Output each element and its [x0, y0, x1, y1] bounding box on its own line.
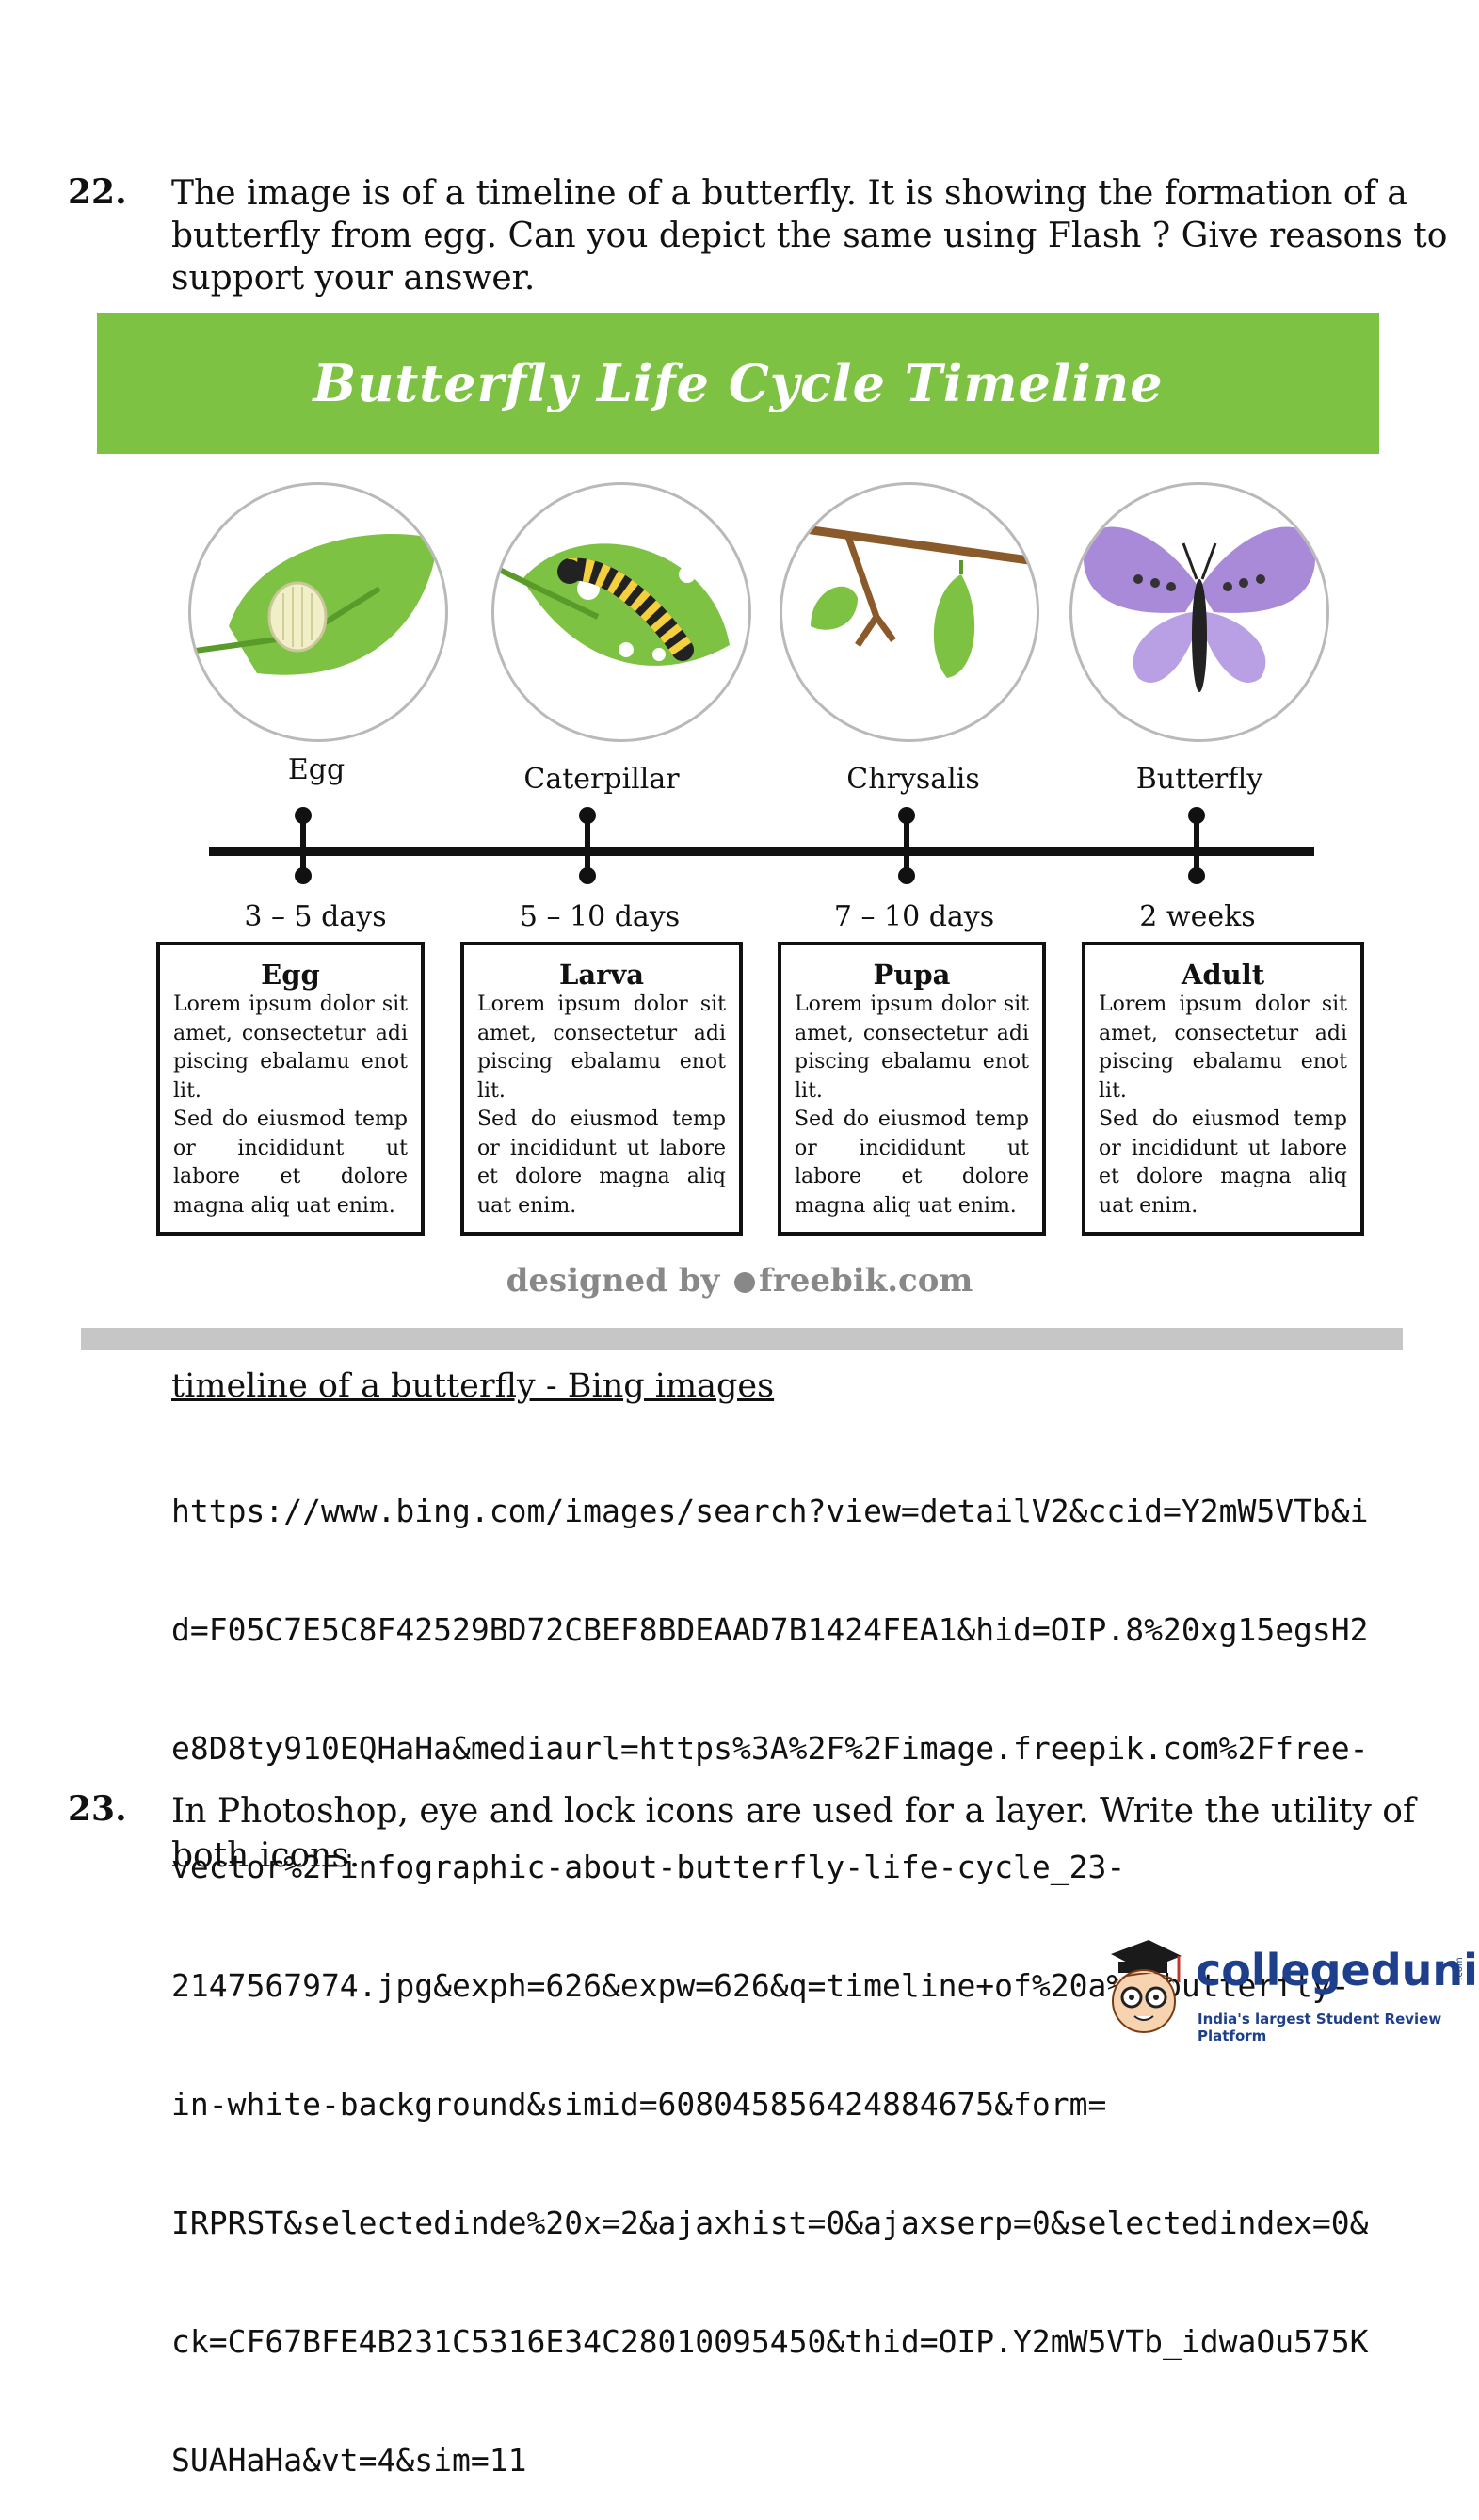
butterfly-icon: [1069, 482, 1329, 742]
question-23-line: In Photoshop, eye and lock icons are use…: [171, 1792, 1416, 1831]
url-line: vector%2Finfographic-about-butterfly-lif…: [171, 1849, 1126, 1885]
stage-description-box: Larva Lorem ipsum dolor sit amet, consec…: [460, 942, 743, 1236]
egg-on-leaf-icon: [188, 482, 448, 742]
timeline-marker: [295, 807, 312, 884]
stage-description-box: Adult Lorem ipsum dolor sit amet, consec…: [1082, 942, 1364, 1236]
stage-duration: 3 – 5 days: [244, 900, 387, 933]
stage-label: Egg: [287, 753, 346, 786]
stage-label: Butterfly: [1135, 763, 1263, 796]
stage-label: Caterpillar: [523, 763, 680, 796]
logo-suffix: .com: [1454, 1957, 1465, 1980]
url-line: in-white-background&simid=60804585642488…: [171, 2086, 1107, 2123]
credit-site: freebik.com: [759, 1262, 973, 1300]
question-22-number: 22.: [68, 172, 127, 212]
infographic-credit: designed by freebik.com: [0, 1262, 1479, 1300]
box-title: Adult: [1181, 959, 1265, 991]
box-title: Larva: [558, 959, 645, 991]
stage-duration: 7 – 10 days: [833, 900, 995, 933]
question-22-line: butterfly from egg. Can you depict the s…: [171, 217, 1448, 255]
credit-prefix: designed by: [506, 1262, 720, 1300]
timeline-marker: [579, 807, 596, 884]
chrysalis-icon: [780, 482, 1039, 742]
stage-duration: 2 weeks: [1139, 900, 1256, 933]
box-body: Lorem ipsum dolor sit amet, consectetur …: [477, 993, 726, 1218]
box-body: Lorem ipsum dolor sit amet, consectetur …: [1099, 993, 1347, 1218]
divider-bar: [81, 1328, 1403, 1350]
stage-description-box: Egg Lorem ipsum dolor sit amet, consecte…: [156, 942, 425, 1236]
question-23-text: In Photoshop, eye and lock icons are use…: [171, 1789, 1415, 1878]
box-title: Pupa: [873, 959, 951, 991]
url-line: d=F05C7E5C8F42529BD72CBEF8BDEAAD7B1424FE…: [171, 1611, 1369, 1648]
url-line: e8D8ty910EQHaHa&mediaurl=https%3A%2F%2Fi…: [171, 1730, 1369, 1767]
question-23-number: 23.: [68, 1789, 127, 1829]
timeline-marker: [898, 807, 915, 884]
stage-label: Chrysalis: [846, 763, 980, 796]
url-line: IRPRST&selectedinde%20x=2&ajaxhist=0&aja…: [171, 2205, 1369, 2241]
infographic-banner: Butterfly Life Cycle Timeline: [97, 313, 1379, 454]
stage-description-box: Pupa Lorem ipsum dolor sit amet, consect…: [778, 942, 1046, 1236]
caterpillar-icon: [491, 482, 751, 742]
logo-tagline: India's largest Student Review Platform: [1198, 2011, 1442, 2044]
mascot-icon: [1111, 1940, 1182, 2033]
timeline-axis: [209, 847, 1314, 856]
box-body: Lorem ipsum dolor sit amet, consectetur …: [173, 993, 408, 1218]
freepik-logo-icon: [734, 1272, 756, 1293]
logo-name: collegedunia: [1196, 1945, 1479, 1995]
box-body: Lorem ipsum dolor sit amet, consectetur …: [795, 993, 1029, 1218]
question-22-line: support your answer.: [171, 259, 536, 298]
url-line: https://www.bing.com/images/search?view=…: [171, 1493, 1369, 1529]
box-title: Egg: [261, 959, 320, 991]
url-line: ck=CF67BFE4B231C5316E34C28010095450&thid…: [171, 2323, 1369, 2360]
infographic-title: Butterfly Life Cycle Timeline: [313, 353, 1164, 413]
collegedunia-logo[interactable]: collegedunia .com India's largest Studen…: [1092, 1935, 1479, 2044]
question-22-text: The image is of a timeline of a butterfl…: [171, 172, 1447, 299]
question-22-line: The image is of a timeline of a butterfl…: [171, 174, 1407, 213]
question-23-line: both icons.: [171, 1836, 361, 1875]
url-line: SUAHaHa&vt=4&sim=11: [171, 2442, 527, 2479]
timeline-marker: [1188, 807, 1205, 884]
stage-duration: 5 – 10 days: [519, 900, 681, 933]
source-link[interactable]: timeline of a butterfly - Bing images: [171, 1367, 775, 1405]
